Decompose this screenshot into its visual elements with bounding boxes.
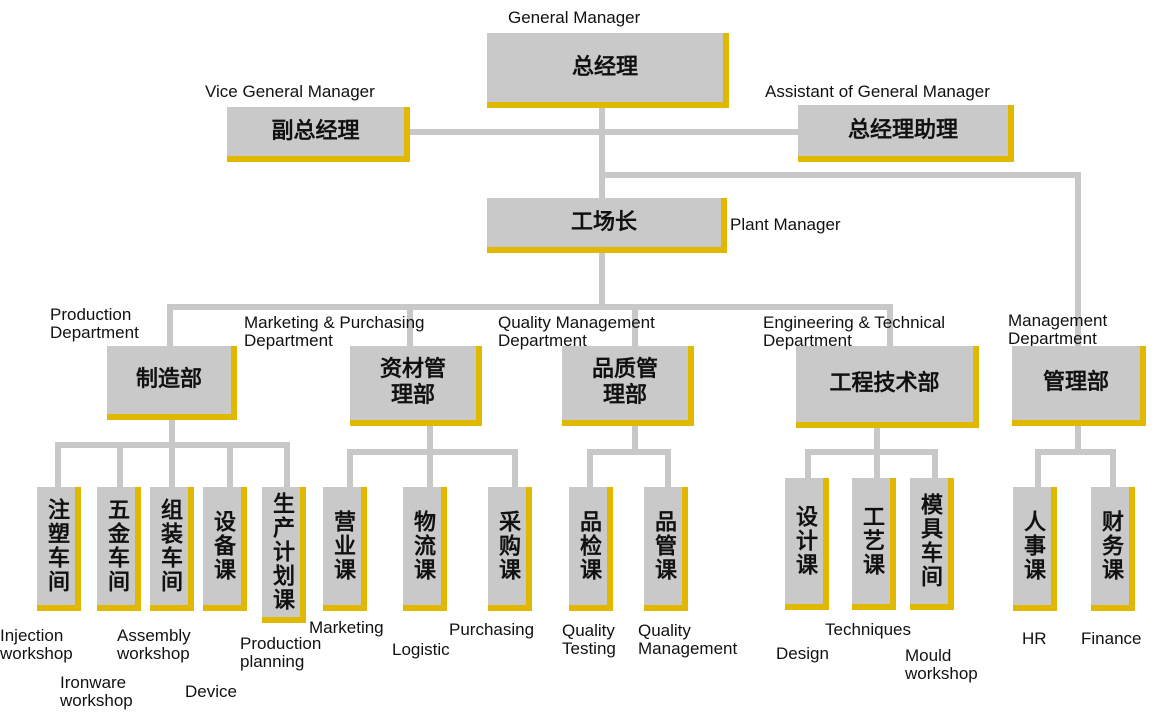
management-dept-label: Management Department [1008, 311, 1108, 348]
engineering-dept-label: Engineering & Technical Department [763, 313, 946, 350]
purchasing-section-box[interactable]: 采购课 [488, 487, 532, 611]
hr-section-box[interactable]: 人事课 [1013, 487, 1057, 611]
device-label: Device [185, 682, 237, 701]
ironware-label: Ironware workshop [60, 673, 133, 710]
production-planning-box[interactable]: 生产计划课 [262, 487, 306, 623]
engineering-dept-box[interactable]: 工程技术部 [796, 346, 979, 428]
design-label: Design [776, 644, 829, 663]
ironware-workshop-box[interactable]: 五金车间 [97, 487, 141, 611]
production-planning-label: Production planning [240, 634, 322, 671]
general-manager-box[interactable]: 总经理 [487, 33, 729, 108]
plant-manager-label: Plant Manager [730, 215, 841, 234]
injection-workshop-box[interactable]: 注塑车间 [37, 487, 81, 611]
marketing-section-box[interactable]: 营业课 [323, 487, 367, 611]
connector-gm-management [599, 172, 1081, 353]
mould-label: Mould workshop [905, 646, 978, 683]
finance-section-box[interactable]: 财务课 [1091, 487, 1135, 611]
assembly-workshop-box[interactable]: 组装车间 [150, 487, 194, 611]
design-section-box[interactable]: 设计课 [785, 478, 829, 610]
techniques-section-box[interactable]: 工艺课 [852, 478, 896, 610]
logistic-section-box[interactable]: 物流课 [403, 487, 447, 611]
management-dept-box[interactable]: 管理部 [1012, 346, 1146, 426]
production-dept-label: Production Department [50, 305, 139, 342]
quality-management-box[interactable]: 品管课 [644, 487, 688, 611]
mould-workshop-box[interactable]: 模具车间 [910, 478, 954, 610]
production-dept-box[interactable]: 制造部 [107, 346, 237, 420]
quality-management-label: Quality Management [638, 621, 738, 658]
techniques-label: Techniques [825, 620, 912, 639]
vice-gm-label: Vice General Manager [205, 82, 375, 101]
assistant-gm-box[interactable]: 总经理助理 [798, 105, 1014, 162]
quality-dept-label: Quality Management Department [498, 313, 655, 350]
purchasing-label: Purchasing [449, 620, 535, 639]
marketing-label: Marketing [309, 618, 384, 637]
marketing-dept-box[interactable]: 资材管理部 [350, 346, 482, 426]
quality-testing-box[interactable]: 品检课 [569, 487, 613, 611]
hr-label: HR [1022, 629, 1047, 648]
quality-dept-box[interactable]: 品质管理部 [562, 346, 694, 426]
finance-label: Finance [1081, 629, 1142, 648]
assistant-gm-label: Assistant of General Manager [765, 82, 990, 101]
logistic-label: Logistic [392, 640, 450, 659]
plant-manager-box[interactable]: 工场长 [487, 198, 727, 253]
general-manager-label: General Manager [508, 8, 641, 27]
injection-label: Injection workshop [0, 626, 73, 663]
vice-gm-box[interactable]: 副总经理 [227, 107, 410, 162]
assembly-label: Assembly workshop [117, 626, 191, 663]
marketing-dept-label: Marketing & Purchasing Department [244, 313, 425, 350]
quality-testing-label: Quality Testing [562, 621, 616, 658]
device-section-box[interactable]: 设备课 [203, 487, 247, 611]
